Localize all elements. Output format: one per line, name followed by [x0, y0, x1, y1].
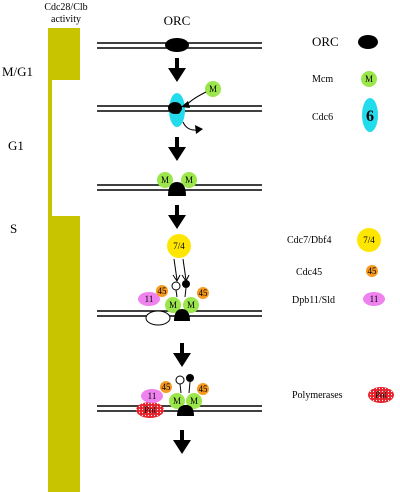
phase-label-g1: G1	[8, 138, 24, 153]
mcm-loading-arrowhead	[181, 101, 190, 108]
legend-label-mcm: Mcm	[312, 74, 333, 85]
polymerase-outline	[145, 310, 171, 326]
mcm-protein	[157, 172, 173, 188]
cdc45-protein	[160, 381, 172, 393]
legend-orc-icon	[358, 35, 378, 49]
mcm-protein	[205, 81, 221, 97]
cdc45-protein	[156, 285, 168, 297]
phosphate-group	[171, 281, 181, 298]
legend-cdc6-symbol: 6	[366, 108, 374, 125]
dpb11-symbol: 11	[145, 294, 154, 304]
mcm-symbol: M	[185, 175, 193, 185]
mcm-symbol: M	[169, 300, 177, 310]
legend-cdc7-dbf4-symbol: 7/4	[363, 235, 375, 245]
polymerase-symbol: Pol	[144, 405, 157, 415]
orc-complex	[174, 309, 190, 321]
legend-label-cdc45: Cdc45	[296, 267, 322, 278]
cdc45-symbol: 45	[199, 288, 209, 298]
cdc45-symbol: 45	[162, 382, 172, 392]
orc-complex	[165, 38, 189, 52]
orc-title: ORC	[164, 13, 191, 28]
orc-complex	[177, 405, 194, 416]
mcm-protein	[165, 297, 181, 313]
cdc6-release-arrowhead	[195, 125, 203, 134]
orc-complex	[168, 182, 186, 196]
phosphate-group	[186, 374, 194, 394]
activity-header-line2: activity	[51, 14, 81, 25]
legend-cdc7-dbf4-icon	[357, 228, 381, 252]
mcm-loading-arrow	[185, 91, 207, 107]
mcm-protein	[183, 297, 199, 313]
cdc45-symbol: 45	[158, 286, 168, 296]
phosphate-group	[182, 280, 190, 298]
mcm-symbol: M	[209, 84, 217, 94]
dpb11-protein	[138, 292, 160, 306]
legend-mcm-symbol: M	[365, 74, 373, 84]
mcm-symbol: M	[190, 396, 198, 406]
activity-header-line1: Cdc28/Clb	[44, 2, 87, 13]
down-arrow-4	[173, 343, 191, 367]
mcm-symbol: M	[187, 300, 195, 310]
mcm-protein	[181, 172, 197, 188]
down-arrow-3	[168, 205, 186, 229]
legend-dpb11-symbol: 11	[370, 294, 379, 304]
polymerase	[136, 402, 164, 418]
legend-label-dpb11-sld: Dpb11/Sld	[292, 295, 335, 306]
mcm-symbol: M	[173, 396, 181, 406]
legend-cdc6-icon	[362, 98, 378, 132]
dpb11-symbol: 11	[148, 391, 157, 401]
mcm-protein	[186, 393, 202, 409]
down-arrow-1	[168, 58, 186, 82]
mcm-protein	[169, 393, 185, 409]
legend-polymerase-icon	[368, 387, 394, 403]
cdc7-dbf4-symbol: 7/4	[173, 241, 185, 251]
phosphate-group	[175, 375, 185, 394]
cdc45-symbol: 45	[199, 384, 209, 394]
orc-complex	[168, 102, 182, 114]
phase-label-s: S	[10, 221, 17, 236]
dpb11-protein	[141, 389, 163, 403]
activity-bar	[48, 28, 80, 492]
cdc6-release-arrow	[182, 121, 198, 131]
phosphorylation-arrows	[172, 258, 190, 282]
legend-dpb11-icon	[363, 292, 385, 306]
legend-mcm-icon	[361, 71, 377, 87]
down-arrow-2	[168, 137, 186, 161]
legend-label-cdc7-dbf4: Cdc7/Dbf4	[287, 235, 331, 246]
legend-label-orc: ORC	[312, 34, 339, 49]
down-arrow-5	[173, 430, 191, 454]
cdc45-protein	[197, 287, 209, 299]
legend-label-polymerases: Polymerases	[292, 390, 343, 401]
legend-cdc45-symbol: 45	[368, 266, 378, 276]
legend-polymerase-symbol: Pol	[375, 390, 388, 400]
phase-label-m-g1: M/G1	[2, 64, 33, 79]
cdc7-dbf4-kinase	[167, 234, 191, 258]
mcm-symbol: M	[161, 175, 169, 185]
legend: ORC Mcm M Cdc6 6 Cdc7/Dbf4 7/4 Cdc45 45 …	[287, 34, 394, 403]
cdc6-symbol: 6	[173, 101, 181, 118]
cdc45-protein	[197, 383, 209, 395]
legend-label-cdc6: Cdc6	[312, 112, 333, 123]
legend-cdc45-icon	[366, 265, 378, 277]
